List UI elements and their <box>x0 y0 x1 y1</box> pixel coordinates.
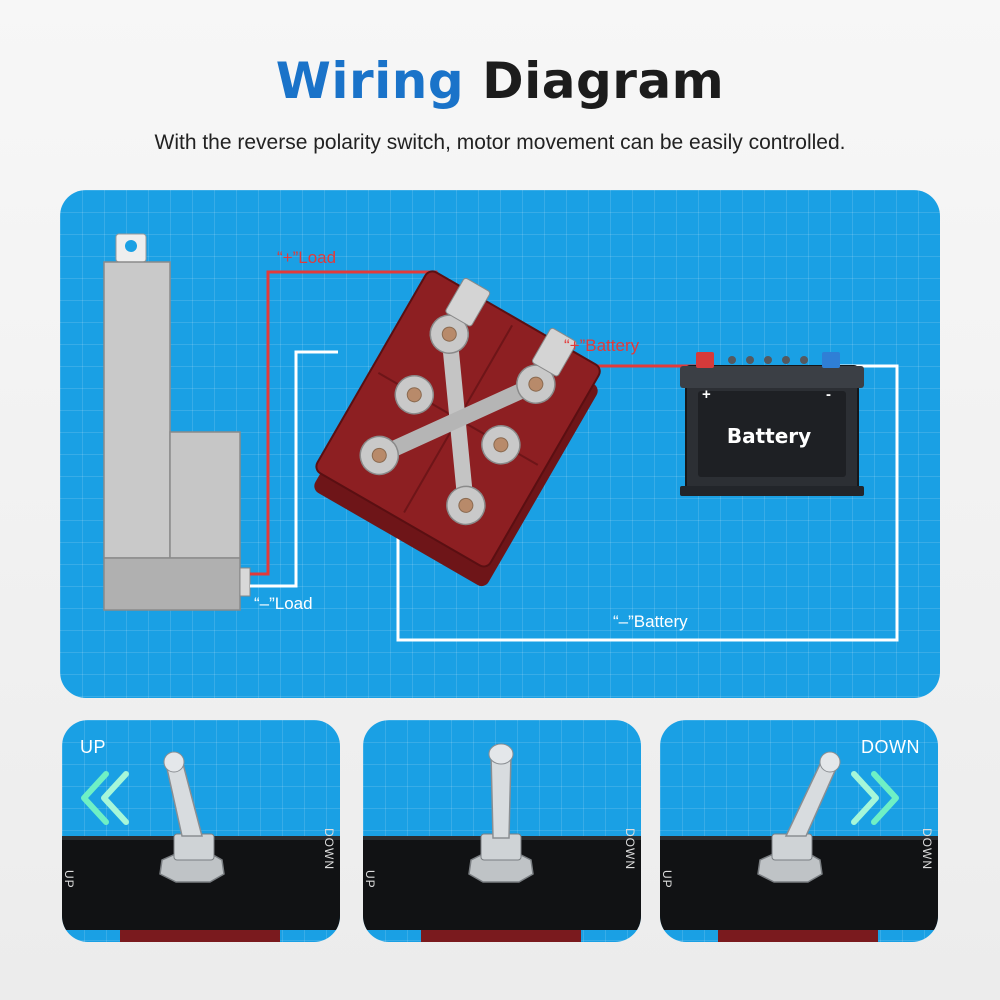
plate-label-up: UP <box>660 870 674 889</box>
toggle-switch-down-illustration <box>660 751 938 942</box>
linear-actuator <box>103 233 251 611</box>
plate-label-up: UP <box>363 870 377 889</box>
switch-state-down: DOWN UP DOWN <box>660 720 938 942</box>
solder-tab-1 <box>445 277 491 327</box>
toggle-switch-up-illustration <box>62 751 340 942</box>
switch-state-center: UP DOWN <box>363 720 641 942</box>
title-part-wiring: Wiring <box>275 52 465 110</box>
minus-battery-label: “–”Battery <box>613 612 688 631</box>
toggle-lever <box>490 753 512 839</box>
actuator-mount-hole <box>125 240 137 252</box>
battery-plus-sign: + <box>702 386 711 403</box>
negative-load-wire <box>250 350 338 588</box>
page-subtitle: With the reverse polarity switch, motor … <box>154 131 846 154</box>
direction-label-down: DOWN <box>861 737 920 757</box>
battery-label-area <box>698 391 846 477</box>
actuator-motor <box>103 557 241 611</box>
bushing <box>173 833 215 861</box>
title-part-diagram: Diagram <box>482 52 725 110</box>
wiring-diagram <box>103 233 899 642</box>
battery-label: Battery <box>726 424 812 448</box>
reverse-polarity-switch <box>314 270 601 587</box>
solder-tab-2 <box>531 327 577 377</box>
battery <box>680 352 864 496</box>
battery-positive-terminal <box>696 352 714 368</box>
wiring-diagram-panel: “+”Load “–”Load “+”Battery “–”Battery + … <box>60 190 940 698</box>
battery-lid <box>680 366 864 388</box>
minus-load-label: “–”Load <box>254 594 313 613</box>
switch-state-up: UP UP DOWN <box>62 720 340 942</box>
plate-label-down: DOWN <box>623 828 637 870</box>
bushing <box>771 833 813 861</box>
plate-label-up: UP <box>62 870 76 889</box>
plus-load-label: “+”Load <box>277 248 337 267</box>
up-arrow-icon <box>81 771 129 825</box>
battery-minus-sign: - <box>826 386 831 403</box>
down-arrow-icon <box>851 771 899 825</box>
crossover-bar-2 <box>371 376 544 464</box>
page-title: Wiring Diagram <box>0 52 1000 110</box>
plate-label-down: DOWN <box>322 828 336 870</box>
actuator-rod <box>103 261 171 559</box>
direction-label-up: UP <box>80 737 107 757</box>
actuator-connector <box>239 567 251 597</box>
plate-label-down: DOWN <box>920 828 934 870</box>
toggle-switch-center-illustration <box>363 743 641 942</box>
plus-battery-label: “+”Battery <box>564 336 640 355</box>
battery-negative-terminal <box>822 352 840 368</box>
actuator-housing <box>169 431 241 559</box>
